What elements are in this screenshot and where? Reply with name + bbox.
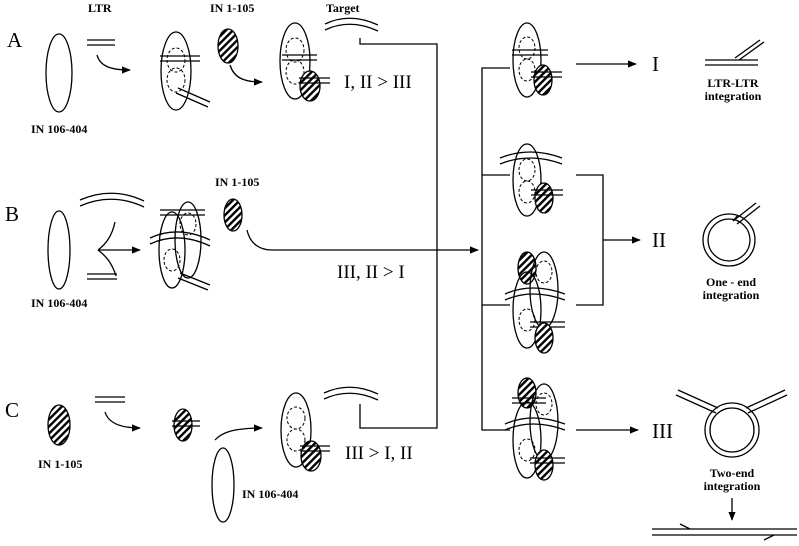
complex-b1 [149,201,211,291]
outcome-complex-4 [504,377,566,481]
result-label-1: I [652,52,659,76]
in-106-404-label-c: IN 106-404 [242,487,298,501]
in-1-105-label-a: IN 1-105 [210,1,254,15]
target-dna-b [79,192,145,208]
ltr-label: LTR [88,1,112,15]
two-end-caption-line2: integration [704,479,761,493]
two-end-product [675,389,788,458]
arrow-c2 [214,424,263,441]
in-n-domain-a [217,28,239,64]
in-core-domain-a [45,33,73,113]
result-label-3: III [652,419,673,443]
linear-integrated-product [652,523,797,541]
complex-c2 [280,392,330,472]
one-end-caption-line1: One - end [706,275,756,289]
connector-a [359,38,438,250]
outcome-bracket [481,67,510,431]
ltr-dna-a [87,39,115,46]
in-n-domain-b [223,198,243,232]
target-label: Target [326,1,360,15]
in-core-domain-c [211,447,235,523]
in-core-domain-b [47,210,71,290]
target-dna-c [323,386,379,401]
arrow-a1 [96,54,131,74]
arrow-b1-upper [97,221,116,251]
ltr-dna-c [95,396,125,403]
one-end-caption-line2: integration [703,288,760,302]
outcome-complex-3 [504,251,566,354]
row-label-a: A [7,28,23,52]
in-106-404-label-b: IN 106-404 [31,296,87,310]
two-end-caption-line1: Two-end [710,466,755,480]
bracket-result-2 [576,174,604,306]
in-1-105-label-c: IN 1-105 [38,457,82,471]
in-n-domain-c [47,404,71,446]
complex-a1 [160,31,211,111]
outcome-complex-2 [499,143,563,217]
row-label-c: C [5,398,19,422]
arrow-b2-curve [246,229,273,251]
ltr-ltr-product [705,39,765,66]
condition-c: III > I, II [345,443,413,464]
arrow-a2 [229,64,263,86]
ltr-ltr-caption-line1: LTR-LTR [707,76,758,90]
target-dna-a [324,17,379,32]
condition-b: III, II > I [337,262,405,283]
complex-a2 [279,22,330,102]
row-label-b: B [5,202,19,226]
connector-c [359,250,438,429]
complex-c1 [172,408,200,442]
ltr-ltr-caption-line2: integration [705,89,762,103]
arrow-b1-lower [97,249,117,277]
arrow-c1 [104,411,141,432]
in-106-404-label-a: IN 106-404 [31,122,87,136]
outcome-complex-1 [512,22,562,98]
result-label-2: II [652,228,666,252]
in-1-105-label-b: IN 1-105 [215,175,259,189]
one-end-product [702,202,761,267]
condition-a: I, II > III [344,72,412,93]
ltr-dna-b [87,273,117,280]
